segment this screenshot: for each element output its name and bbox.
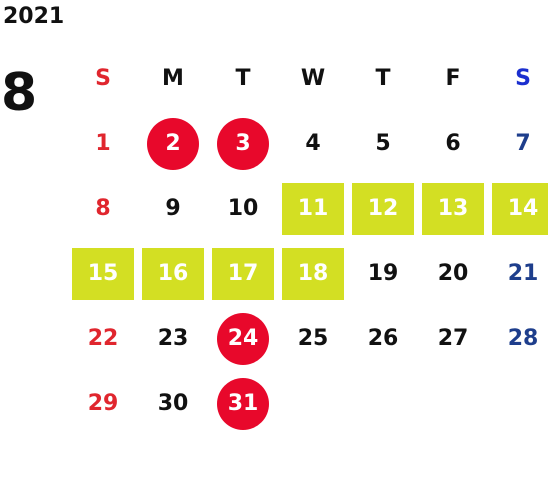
calendar-day-17: 17 <box>208 241 278 306</box>
day-number: 26 <box>367 325 399 351</box>
day-number: 27 <box>437 325 469 351</box>
day-number: 10 <box>227 195 259 221</box>
weekday-header-wed: W <box>300 66 326 91</box>
day-number: 23 <box>157 325 189 351</box>
calendar-day-10: 10 <box>208 176 278 241</box>
day-number: 19 <box>367 260 399 286</box>
day-number: 24 <box>217 312 269 365</box>
calendar-day-21: 21 <box>488 241 548 306</box>
day-number: 6 <box>445 130 461 156</box>
calendar-day-1: 1 <box>68 111 138 176</box>
day-number: 29 <box>87 390 119 416</box>
calendar-day-25: 25 <box>278 306 348 371</box>
weekday-header-thu: T <box>375 66 391 91</box>
calendar-day-7: 7 <box>488 111 548 176</box>
month-label: 8 <box>1 63 38 123</box>
day-number: 28 <box>507 325 539 351</box>
calendar-day-28: 28 <box>488 306 548 371</box>
calendar-day-26: 26 <box>348 306 418 371</box>
calendar-day-3: 3 <box>208 111 278 176</box>
day-number: 1 <box>95 130 111 156</box>
weekday-header-sun: S <box>95 66 111 91</box>
day-number: 15 <box>72 247 134 300</box>
calendar-day-11: 11 <box>278 176 348 241</box>
calendar-day-20: 20 <box>418 241 488 306</box>
day-number: 2 <box>147 117 199 170</box>
day-number: 16 <box>142 247 204 300</box>
calendar-day-22: 22 <box>68 306 138 371</box>
calendar-day-16: 16 <box>138 241 208 306</box>
calendar-day-8: 8 <box>68 176 138 241</box>
calendar-day-27: 27 <box>418 306 488 371</box>
calendar-day-5: 5 <box>348 111 418 176</box>
day-number: 21 <box>507 260 539 286</box>
day-number: 9 <box>165 195 181 221</box>
calendar-day-24: 24 <box>208 306 278 371</box>
day-number: 8 <box>95 195 111 221</box>
day-number: 14 <box>492 182 548 235</box>
day-number: 25 <box>297 325 329 351</box>
calendar-day-2: 2 <box>138 111 208 176</box>
calendar-day-30: 30 <box>138 371 208 436</box>
day-number: 3 <box>217 117 269 170</box>
day-number: 30 <box>157 390 189 416</box>
calendar-day-23: 23 <box>138 306 208 371</box>
day-number: 17 <box>212 247 274 300</box>
calendar-day-13: 13 <box>418 176 488 241</box>
day-number: 7 <box>515 130 531 156</box>
calendar-day-31: 31 <box>208 371 278 436</box>
day-number: 31 <box>217 377 269 430</box>
year-label: 2021 <box>3 4 65 29</box>
weekday-header-mon: M <box>162 66 184 91</box>
calendar-day-4: 4 <box>278 111 348 176</box>
calendar-day-6: 6 <box>418 111 488 176</box>
day-number: 4 <box>305 130 321 156</box>
day-number: 5 <box>375 130 391 156</box>
day-number: 20 <box>437 260 469 286</box>
calendar-day-18: 18 <box>278 241 348 306</box>
day-number: 13 <box>422 182 484 235</box>
calendar-day-9: 9 <box>138 176 208 241</box>
calendar-day-14: 14 <box>488 176 548 241</box>
calendar-day-19: 19 <box>348 241 418 306</box>
day-number: 18 <box>282 247 344 300</box>
calendar-day-15: 15 <box>68 241 138 306</box>
weekday-header-tue: T <box>235 66 251 91</box>
weekday-header-fri: F <box>445 66 461 91</box>
day-number: 22 <box>87 325 119 351</box>
weekday-header-sat: S <box>515 66 531 91</box>
calendar-day-12: 12 <box>348 176 418 241</box>
day-number: 11 <box>282 182 344 235</box>
calendar-day-29: 29 <box>68 371 138 436</box>
day-number: 12 <box>352 182 414 235</box>
